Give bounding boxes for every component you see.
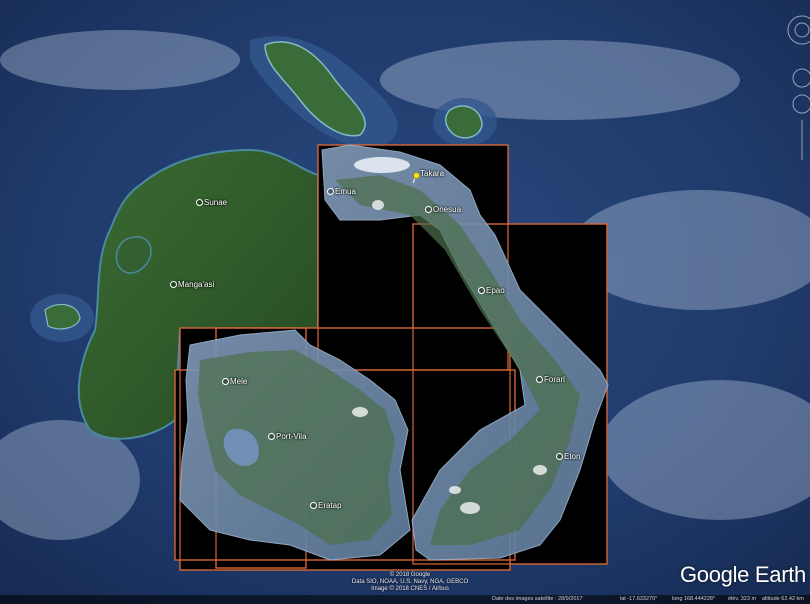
latitude-readout: lat -17.633270°	[620, 596, 658, 602]
place-marker-icon	[268, 433, 275, 441]
place-marker-icon	[222, 378, 229, 386]
main-island	[77, 148, 319, 440]
place-label-onesua[interactable]: Onesua	[425, 205, 461, 214]
place-label-forari[interactable]: Forari	[536, 375, 565, 384]
map-attribution: © 2018 Google Data SIO, NOAA, U.S. Navy,…	[330, 572, 490, 593]
attribution-copyright: © 2018 Google	[389, 572, 431, 578]
place-marker-icon	[478, 287, 485, 295]
compass-icon	[787, 15, 810, 45]
place-label-eratap[interactable]: Eratap	[310, 501, 342, 510]
place-label-eton[interactable]: Eton	[556, 452, 580, 461]
place-marker-icon	[536, 376, 543, 384]
place-label-mele[interactable]: Mele	[222, 377, 247, 386]
place-label-epao[interactable]: Epao	[478, 286, 505, 295]
place-marker-icon	[327, 188, 334, 196]
east-islet	[445, 105, 483, 139]
status-bar: Date des images satellite : 28/9/2017 la…	[0, 595, 810, 604]
place-marker-icon	[310, 502, 317, 510]
port-vila-bay	[223, 429, 259, 467]
place-label-takara[interactable]: Takara	[420, 169, 445, 178]
northern-islet	[264, 41, 366, 137]
overlay-southwest-land	[198, 350, 395, 545]
place-label-emua[interactable]: Emua	[327, 187, 356, 196]
place-marker-icon	[170, 281, 177, 289]
move-joystick-icon	[792, 94, 810, 114]
attribution-data: Data SIO, NOAA, U.S. Navy, NGA, GEBCO	[351, 579, 469, 585]
place-label-sunae[interactable]: Sunae	[196, 198, 227, 207]
look-joystick-icon	[792, 68, 810, 88]
place-marker-icon	[196, 199, 203, 207]
place-label-mangaasi[interactable]: Manga'asi	[170, 280, 214, 289]
nav-controls	[787, 15, 810, 160]
place-label-port-vila[interactable]: Port-Vila	[268, 432, 307, 441]
west-islet	[44, 303, 81, 330]
yellow-pushpin-icon[interactable]	[410, 172, 420, 184]
altitude-readout: altitude 62.42 km	[762, 596, 804, 602]
overlay-northeast-land	[335, 175, 580, 545]
attribution-image: Image © 2018 CNES / Airbus	[371, 586, 449, 592]
sandbar	[354, 157, 410, 173]
longitude-readout: long 168.444228°	[672, 596, 716, 602]
elevation-readout: élév. 323 m	[728, 596, 757, 602]
place-marker-icon	[556, 453, 563, 461]
place-marker-icon	[425, 206, 432, 214]
imagery-date: Date des images satellite : 28/9/2017	[492, 596, 583, 602]
northwest-island	[115, 236, 152, 274]
google-earth-logo: Google Earth	[679, 562, 806, 587]
cloud-spots	[352, 200, 547, 514]
